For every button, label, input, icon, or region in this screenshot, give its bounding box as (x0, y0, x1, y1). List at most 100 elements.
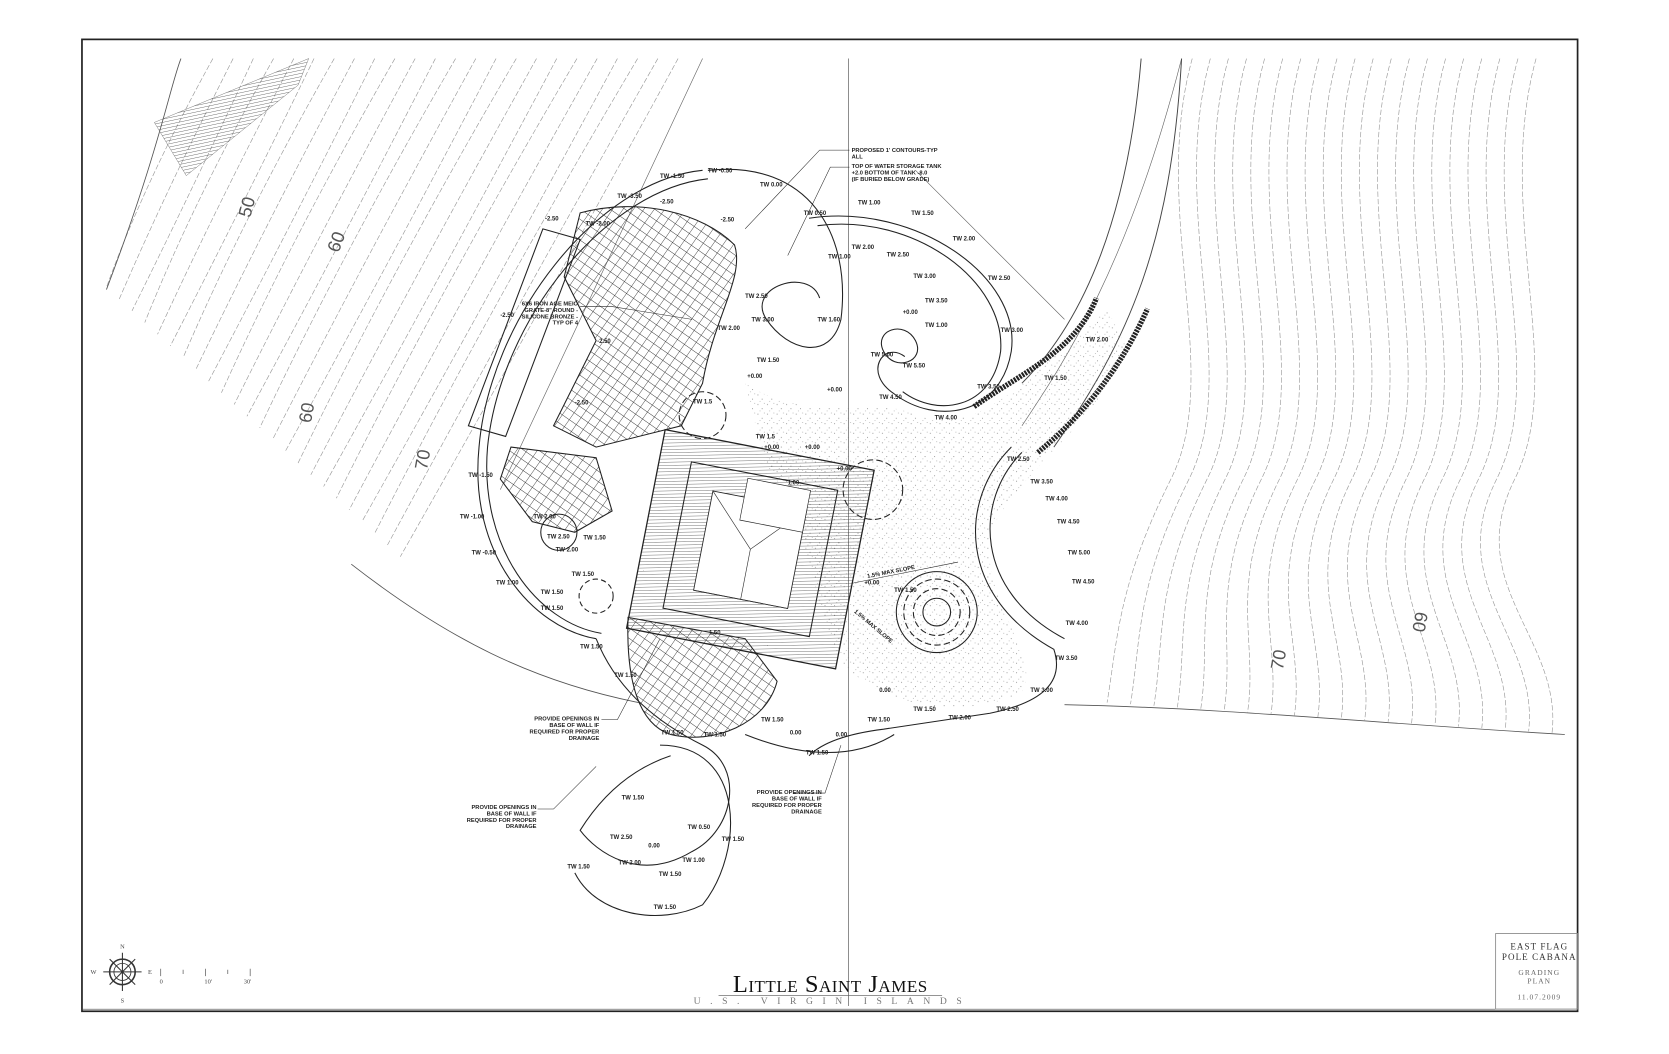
contour-line (1498, 58, 1554, 733)
contour-line (1177, 58, 1247, 708)
contour-line (399, 58, 679, 557)
retaining-walls (467, 168, 1065, 916)
contour-line (1267, 58, 1320, 714)
contour-line (374, 58, 638, 534)
grade-label: +0.00 (864, 580, 880, 586)
contour-line (310, 58, 537, 475)
title-block: East Flag Pole Cabana Grading Plan 11.07… (1495, 933, 1579, 1010)
contour-line (246, 58, 436, 417)
compass-e: E (148, 969, 152, 976)
grade-label: TW 2.00 (852, 245, 875, 251)
sheet-name-line: Grading (1518, 968, 1560, 977)
contour-line (348, 58, 598, 511)
contour-line (1200, 58, 1265, 710)
grade-label: TW 2.00 (948, 716, 971, 722)
grade-label: TW 1.00 (858, 200, 881, 206)
contour-line (1327, 58, 1374, 719)
grade-label: TW 1.00 (828, 255, 851, 261)
grade-label: TW -1.50 (468, 473, 493, 479)
grade-label: TW 0.50 (804, 211, 827, 217)
grade-label: 0.00 (790, 731, 802, 737)
compass-s: S (121, 998, 125, 1005)
grade-label: TW 1.50 (541, 606, 564, 612)
note-grate: 6X6 IRON AGE MEIO GRATE-8" ROUND - SILIC… (522, 302, 579, 327)
grade-label: TW 5.00 (1068, 551, 1091, 557)
grade-label: +0.00 (805, 445, 821, 451)
note-line: REQUIRED FOR PROPER (530, 729, 601, 735)
grade-label: TW 4.00 (1045, 496, 1068, 502)
note-line: SILICONE BRONZE - (522, 314, 578, 320)
contour-line (1480, 58, 1530, 732)
scale-tick: 10' (204, 979, 212, 986)
grade-label: TW 3.00 (752, 317, 775, 323)
grade-label: TW 1.50 (757, 358, 780, 364)
contour-line (195, 58, 355, 370)
contour-line (1423, 58, 1464, 727)
grade-label: TW 1.50 (894, 588, 917, 594)
grade-label: -2.50 (597, 339, 611, 345)
grade-label: TW 1.50 (572, 572, 595, 578)
note-line: DRAINAGE (506, 824, 537, 830)
note-line: BASE OF WALL IF (487, 811, 537, 817)
grade-label: -2.50 (660, 199, 674, 205)
note-line: (IF BURIED BELOW GRADE) (852, 177, 930, 183)
grade-label: TW 1.50 (659, 872, 682, 878)
grade-label: TW 4.00 (935, 415, 958, 421)
contour-line (361, 58, 618, 522)
contour-line (1307, 58, 1356, 717)
contour-label: 50 (235, 195, 260, 220)
grade-label: 1.50 (709, 630, 721, 636)
grade-label: TW 1.00 (496, 580, 519, 586)
note-line: GRATE-8" ROUND - (524, 308, 578, 314)
grade-label: TW 4.00 (1066, 621, 1089, 627)
grade-label: TW 4.50 (1057, 520, 1080, 526)
terrace-upper (552, 206, 738, 448)
contour-line (1223, 58, 1284, 711)
grade-label: TW 1.50 (567, 865, 590, 871)
sheet-border (81, 38, 1579, 1013)
grade-label: TW 2.00 (618, 860, 641, 866)
contour-line (106, 58, 214, 288)
grade-label: TW 3.50 (1055, 656, 1078, 662)
contour-line (233, 58, 416, 405)
contour-line (1106, 58, 1193, 703)
grade-label: TW -1.00 (460, 514, 485, 520)
grade-label: TW 1.00 (682, 858, 705, 864)
grade-label: TW 1.50 (806, 751, 829, 757)
grade-label: 0.00 (836, 733, 848, 739)
contour-line (285, 58, 497, 452)
grade-label: -2.50 (721, 217, 735, 223)
contour-line (1366, 58, 1410, 722)
note-line: TYP OF 4 (553, 321, 579, 327)
note-line: DRAINAGE (791, 809, 822, 815)
contour-line (221, 58, 396, 393)
grade-label: TW 2.50 (887, 253, 910, 259)
note-line: BASE OF WALL IF (772, 797, 822, 803)
scale-bar: 0 10' 30' (160, 968, 251, 986)
contour-line (1404, 58, 1446, 725)
contour-line (182, 58, 335, 358)
grade-label: TW 1.60 (818, 317, 841, 323)
grade-label: TW 1.50 (761, 718, 784, 724)
leader-lines (537, 149, 850, 810)
contour-line (297, 58, 517, 464)
grade-label: TW 1.50 (704, 733, 727, 739)
north-arrow-icon: N S E W (90, 943, 151, 1004)
grade-label: -2.50 (575, 401, 589, 407)
scale-tick: 0 (160, 979, 163, 986)
contour-line (272, 58, 477, 440)
project-name-line: Pole Cabana (1502, 952, 1577, 962)
grade-label: TW 1.50 (622, 795, 645, 801)
grade-label: TW 1.50 (654, 905, 677, 911)
contour-line (1287, 58, 1338, 716)
note-line: TOP OF WATER STORAGE TANK (852, 164, 943, 170)
sheet-name-line: Plan (1527, 977, 1551, 986)
contour-label: 60 (323, 229, 349, 255)
grade-label: TW 2.50 (988, 276, 1011, 282)
grade-label: TW 2.00 (953, 237, 976, 243)
project-name-line: East Flag (1510, 942, 1568, 952)
grade-label: -2.50 (545, 216, 559, 222)
grade-label: TW 1.50 (868, 718, 891, 724)
grade-label: TW 1.00 (925, 323, 948, 329)
escarpment-hatch (154, 58, 310, 176)
